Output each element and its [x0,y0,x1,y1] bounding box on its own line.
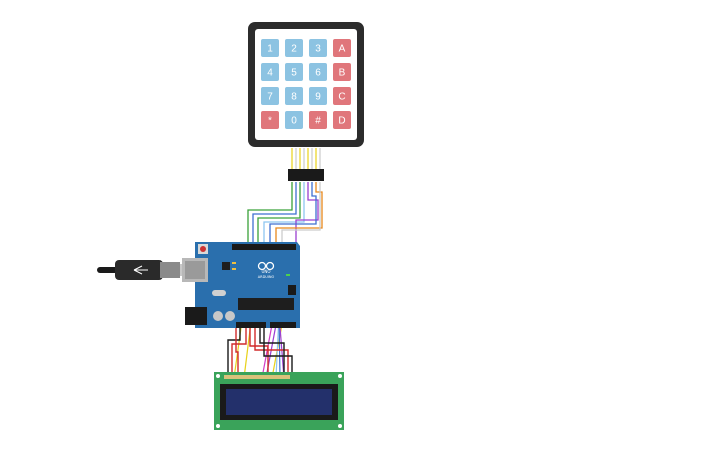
key-b[interactable]: B [333,63,351,81]
key-cap [309,111,327,129]
key-cap [261,63,279,81]
key-cap [261,111,279,129]
key-cap [333,39,351,57]
key-label: 8 [291,92,297,103]
led-l [232,262,236,264]
key-cap [285,87,303,105]
key-label: C [338,92,345,103]
wire-blue[interactable] [252,182,297,244]
led-tx [232,268,236,270]
wire-purple[interactable] [295,182,319,244]
key-cap [285,63,303,81]
wire-green[interactable] [247,182,293,244]
keypad[interactable]: 1 2 3 A 4 5 6 B 7 8 9 C * 0 # D [248,22,364,181]
key-5[interactable]: 5 [285,63,303,81]
key-label: 5 [291,68,297,79]
arduino-uno[interactable]: UNO ARDUINO [182,242,300,328]
usb-cable[interactable] [97,260,194,280]
key-2[interactable]: 2 [285,39,303,57]
arduino-power-jack [185,307,207,325]
key-cap [309,63,327,81]
key-cap [261,87,279,105]
key-8[interactable]: 8 [285,87,303,105]
key-label: A [339,44,346,55]
analog-header [270,322,296,328]
lcd-screen [226,389,332,415]
lcd-16x2[interactable] [214,372,344,430]
key-cap [261,39,279,57]
key-label: 1 [267,44,273,55]
key-a[interactable]: A [333,39,351,57]
keypad-face [255,29,357,140]
key-label: 9 [315,92,321,103]
key-cap [309,39,327,57]
arduino-logo-text: UNO [261,269,270,274]
key-label: 3 [315,44,321,55]
arduino-logo-icon: UNO ARDUINO [258,261,275,279]
icsp-header [288,285,296,295]
keypad-header [288,169,324,181]
key-9[interactable]: 9 [309,87,327,105]
digital-header [232,244,296,250]
key-label: * [268,116,272,127]
key-label: 7 [267,92,273,103]
key-1[interactable]: 1 [261,39,279,57]
wire-white[interactable] [281,182,321,244]
wire-blue-2[interactable] [269,182,317,244]
key-3[interactable]: 3 [309,39,327,57]
key-6[interactable]: 6 [309,63,327,81]
key-label: 4 [267,68,273,79]
arduino-brand-text: ARDUINO [258,275,275,279]
key-c[interactable]: C [333,87,351,105]
key-label: B [339,68,346,79]
atmega-chip [238,298,294,310]
wire-green-2[interactable] [257,182,301,244]
key-label: # [315,116,321,127]
key-label: 6 [315,68,321,79]
key-cap [333,87,351,105]
power-wires [227,328,293,378]
key-cap [333,111,351,129]
usb-plug-collar [160,262,180,278]
key-hash[interactable]: # [309,111,327,129]
key-d[interactable]: D [333,111,351,129]
key-0[interactable]: 0 [285,111,303,129]
arduino-board [195,242,300,328]
crystal [212,290,226,296]
key-cap [309,87,327,105]
capacitor-2 [225,311,235,321]
wire-lightblue[interactable] [263,182,305,244]
key-label: 0 [291,116,297,127]
keypad-ribbon [291,148,321,172]
key-cap [285,39,303,57]
wire-orange[interactable] [275,182,323,244]
lcd-pin-header [224,375,290,379]
led-on [286,274,290,276]
key-label: 2 [291,44,297,55]
key-label: D [338,116,345,127]
usb-logo-icon [133,265,148,275]
usb-chip [222,262,230,270]
key-7[interactable]: 7 [261,87,279,105]
key-cap [333,63,351,81]
key-cap [285,111,303,129]
power-header [236,322,266,328]
key-star[interactable]: * [261,111,279,129]
keypad-keys: 1 2 3 A 4 5 6 B 7 8 9 C * 0 # D [261,39,351,129]
keypad-to-arduino-wires [247,182,323,244]
key-4[interactable]: 4 [261,63,279,81]
capacitor-1 [213,311,223,321]
